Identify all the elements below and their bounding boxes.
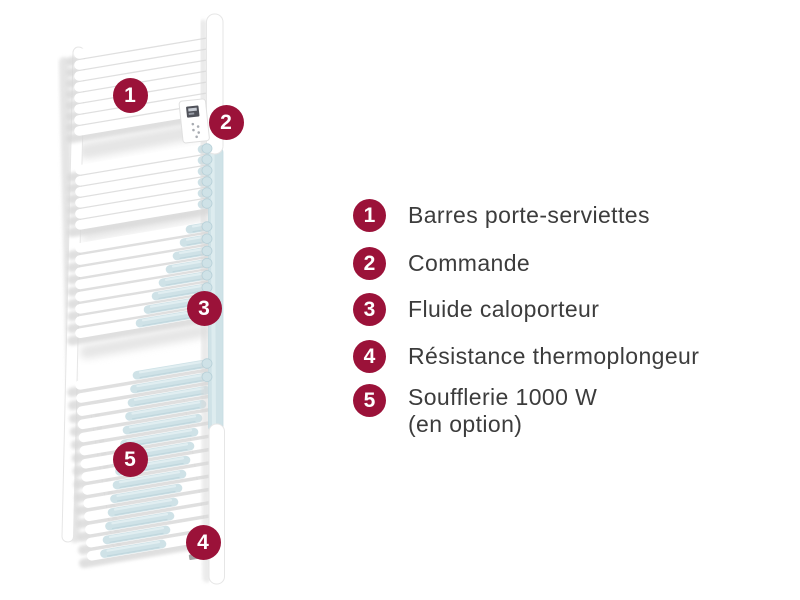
legend-item-3: 3 Fluide caloporteur bbox=[353, 293, 599, 326]
legend-label-5-line1: Soufflerie 1000 W bbox=[408, 384, 598, 410]
legend-badge-5: 5 bbox=[353, 384, 386, 417]
legend-label-4: Résistance thermoplongeur bbox=[408, 343, 700, 369]
control-panel bbox=[178, 98, 210, 144]
legend-badge-4: 4 bbox=[353, 340, 386, 373]
legend-badge-3: 3 bbox=[353, 293, 386, 326]
callout-badge-2: 2 bbox=[208, 104, 244, 140]
display-icon bbox=[186, 105, 200, 118]
legend-item-5: 5 Soufflerie 1000 W (en option) bbox=[353, 384, 597, 438]
right-rail-bottom bbox=[208, 423, 225, 585]
callout-badge-5: 5 bbox=[112, 441, 148, 477]
legend-item-4: 4 Résistance thermoplongeur bbox=[353, 340, 699, 373]
legend-label-3: Fluide caloporteur bbox=[408, 296, 600, 322]
legend-badge-2: 2 bbox=[353, 247, 386, 280]
legend-item-1: 1 Barres porte-serviettes bbox=[353, 199, 650, 232]
callout-badge-1: 1 bbox=[112, 77, 148, 113]
legend-badge-1: 1 bbox=[353, 199, 386, 232]
legend-label-5-line2: (en option) bbox=[408, 411, 523, 437]
legend-item-2: 2 Commande bbox=[353, 247, 530, 280]
legend-label-2: Commande bbox=[408, 250, 531, 276]
legend-label-5: Soufflerie 1000 W (en option) bbox=[408, 384, 597, 438]
callout-badge-4: 4 bbox=[185, 524, 221, 560]
callout-badge-3: 3 bbox=[186, 290, 222, 326]
legend-label-1: Barres porte-serviettes bbox=[408, 202, 650, 228]
